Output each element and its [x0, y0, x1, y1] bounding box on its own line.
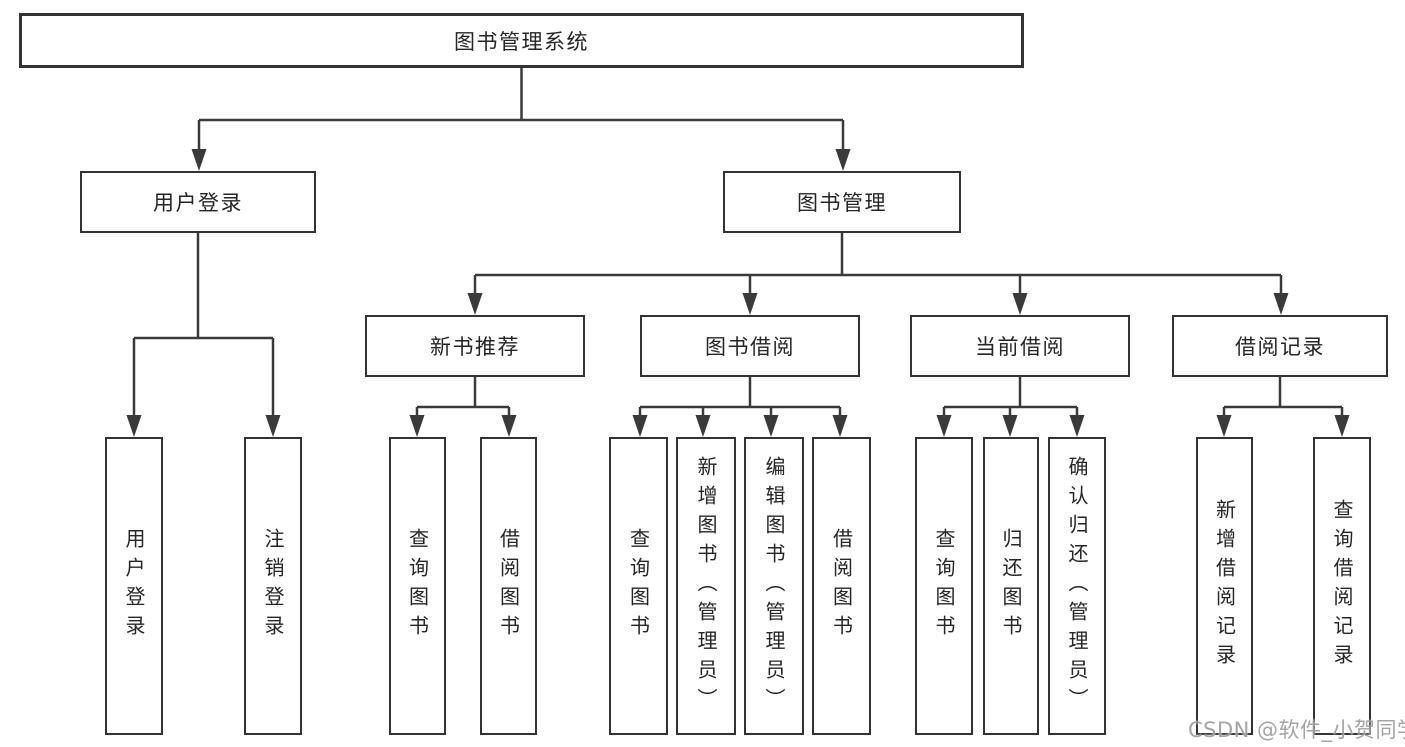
- node-label: 查询图书: [932, 528, 956, 644]
- node-return-book: 归还图书: [983, 437, 1039, 735]
- arrow-down-icon: [832, 415, 848, 437]
- node-user-login-sub: 用户登录: [105, 437, 163, 735]
- arrow-down-icon: [936, 415, 952, 437]
- node-borrow-book-2: 借阅图书: [812, 437, 871, 735]
- node-new-book-recommend: 新书推荐: [365, 315, 585, 377]
- node-label: 图书管理: [797, 191, 887, 215]
- node-logout: 注销登录: [244, 437, 302, 735]
- node-label: 新增图书（管理员）: [694, 455, 718, 717]
- node-add-book-admin: 新增图书（管理员）: [676, 437, 736, 735]
- node-book-borrow: 图书借阅: [640, 315, 860, 377]
- arrow-down-icon: [695, 415, 711, 437]
- watermark: CSDN @软件_小贺同学: [1188, 718, 1405, 742]
- arrow-down-icon: [763, 415, 779, 437]
- node-label: 编辑图书（管理员）: [762, 455, 786, 717]
- node-label: 借阅记录: [1235, 335, 1325, 359]
- arrow-down-icon: [742, 293, 758, 315]
- node-label: 查询图书: [405, 528, 430, 644]
- node-label: 图书管理系统: [454, 29, 589, 54]
- arrow-down-icon: [501, 415, 517, 437]
- node-root: 图书管理系统: [19, 13, 1024, 68]
- node-confirm-return-admin: 确认归还（管理员）: [1048, 437, 1106, 735]
- node-label: 确认归还（管理员）: [1065, 455, 1089, 717]
- arrow-down-icon: [835, 149, 851, 171]
- node-user-login: 用户登录: [80, 171, 316, 233]
- arrow-down-icon: [1012, 293, 1028, 315]
- node-query-book-3: 查询图书: [915, 437, 973, 735]
- arrow-down-icon: [1002, 415, 1018, 437]
- connector: [134, 68, 1342, 409]
- node-label: 新书推荐: [430, 335, 520, 359]
- node-edit-book-admin: 编辑图书（管理员）: [744, 437, 804, 735]
- node-label: 新增借阅记录: [1212, 499, 1237, 673]
- arrowheads: [126, 149, 1350, 437]
- node-label: 查询借阅记录: [1330, 499, 1354, 673]
- arrow-down-icon: [126, 415, 142, 437]
- node-borrow-records: 借阅记录: [1172, 315, 1388, 377]
- node-label: 查询图书: [626, 528, 651, 644]
- arrow-down-icon: [1216, 415, 1232, 437]
- node-query-book-2: 查询图书: [609, 437, 668, 735]
- node-label: 借阅图书: [829, 528, 854, 644]
- arrow-down-icon: [191, 149, 207, 171]
- node-query-borrow-record: 查询借阅记录: [1313, 437, 1371, 735]
- node-label: 归还图书: [999, 528, 1023, 644]
- node-label: 用户登录: [153, 191, 243, 215]
- arrow-down-icon: [409, 415, 425, 437]
- node-book-management: 图书管理: [723, 171, 961, 233]
- node-add-borrow-record: 新增借阅记录: [1196, 437, 1253, 735]
- arrow-down-icon: [1273, 293, 1289, 315]
- node-label: 图书借阅: [705, 335, 795, 359]
- arrow-down-icon: [632, 415, 648, 437]
- arrow-down-icon: [467, 293, 483, 315]
- node-label: 当前借阅: [975, 335, 1065, 359]
- arrow-down-icon: [265, 415, 281, 437]
- node-label: 借阅图书: [496, 528, 521, 644]
- node-label: 注销登录: [261, 528, 285, 644]
- node-query-book-1: 查询图书: [389, 437, 446, 735]
- node-borrow-book-1: 借阅图书: [480, 437, 537, 735]
- connector: [132, 120, 1344, 417]
- node-label: 用户登录: [122, 528, 146, 644]
- node-current-borrow: 当前借阅: [910, 315, 1130, 377]
- arrow-down-icon: [1069, 415, 1085, 437]
- arrow-down-icon: [1334, 415, 1350, 437]
